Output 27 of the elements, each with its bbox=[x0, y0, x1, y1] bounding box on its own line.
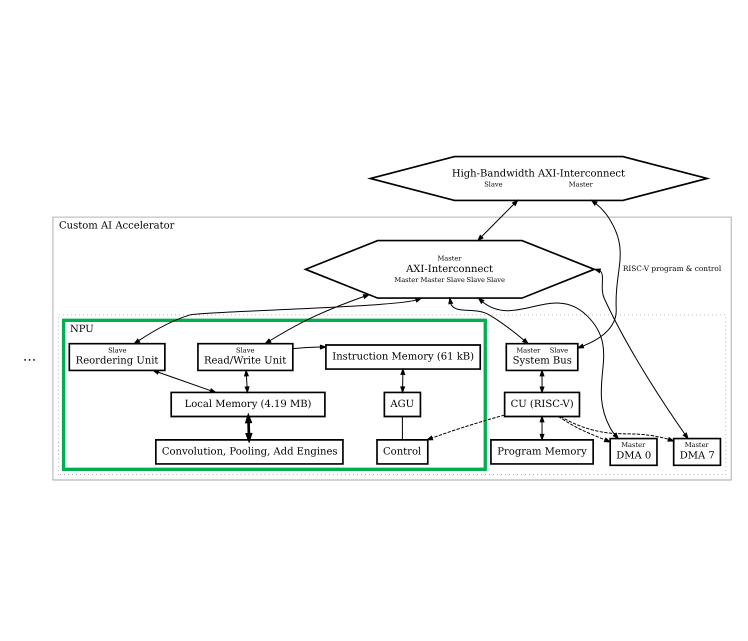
arrow bbox=[426, 414, 505, 440]
arrow bbox=[244, 368, 250, 394]
arrow bbox=[593, 268, 689, 440]
arrow bbox=[152, 369, 218, 392]
arrow bbox=[400, 367, 406, 394]
arrow bbox=[477, 296, 620, 440]
node-box: Local Memory (4.19 MB) bbox=[170, 391, 326, 417]
arrow bbox=[133, 297, 423, 344]
label: … bbox=[22, 348, 36, 364]
node-box: Control bbox=[376, 438, 429, 464]
arrow bbox=[448, 296, 530, 344]
arrow bbox=[576, 198, 621, 348]
arrow bbox=[560, 416, 676, 442]
node-box: AGU bbox=[384, 391, 422, 417]
node-box: Program Memory bbox=[490, 438, 594, 464]
node-box: Convolution, Pooling, Add Engines bbox=[155, 438, 344, 464]
arrow bbox=[292, 344, 328, 350]
node-box: Instruction Memory (61 kB) bbox=[325, 344, 482, 370]
connector bbox=[402, 416, 403, 440]
arrow bbox=[539, 414, 545, 441]
node-box: CU (RISC-V) bbox=[504, 391, 580, 417]
arrow bbox=[539, 368, 545, 394]
arrow bbox=[244, 412, 253, 444]
arrow bbox=[476, 198, 519, 242]
arrow bbox=[264, 294, 370, 344]
arrow bbox=[558, 416, 612, 442]
cluster bbox=[58, 314, 726, 474]
